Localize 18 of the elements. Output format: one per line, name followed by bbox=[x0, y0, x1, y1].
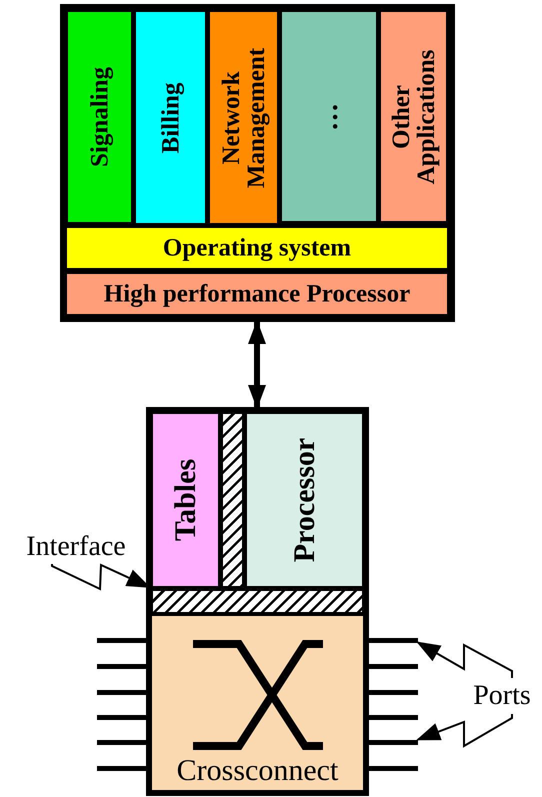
interface-bar bbox=[149, 587, 366, 616]
processor-box: Processor bbox=[243, 410, 366, 590]
processor-layer: High performance Processor bbox=[64, 271, 450, 317]
leader-arrow bbox=[416, 714, 513, 748]
application-box: … bbox=[278, 8, 380, 225]
application-box: Signaling bbox=[64, 8, 135, 226]
application-box: Other Applications bbox=[377, 8, 450, 225]
application-stack-box bbox=[60, 4, 455, 322]
crossconnect-box: Crossconnect bbox=[149, 613, 366, 793]
leader-arrow bbox=[416, 642, 513, 678]
operating-system-layer: Operating system bbox=[64, 225, 450, 271]
interface-label: Interface bbox=[8, 530, 144, 564]
switch-box bbox=[146, 407, 369, 796]
application-box: Network Management bbox=[206, 8, 281, 227]
tables-box: Tables bbox=[149, 410, 222, 590]
arrow bbox=[248, 320, 266, 409]
ports-label: Ports bbox=[462, 678, 542, 714]
application-box: Billing bbox=[132, 8, 209, 227]
